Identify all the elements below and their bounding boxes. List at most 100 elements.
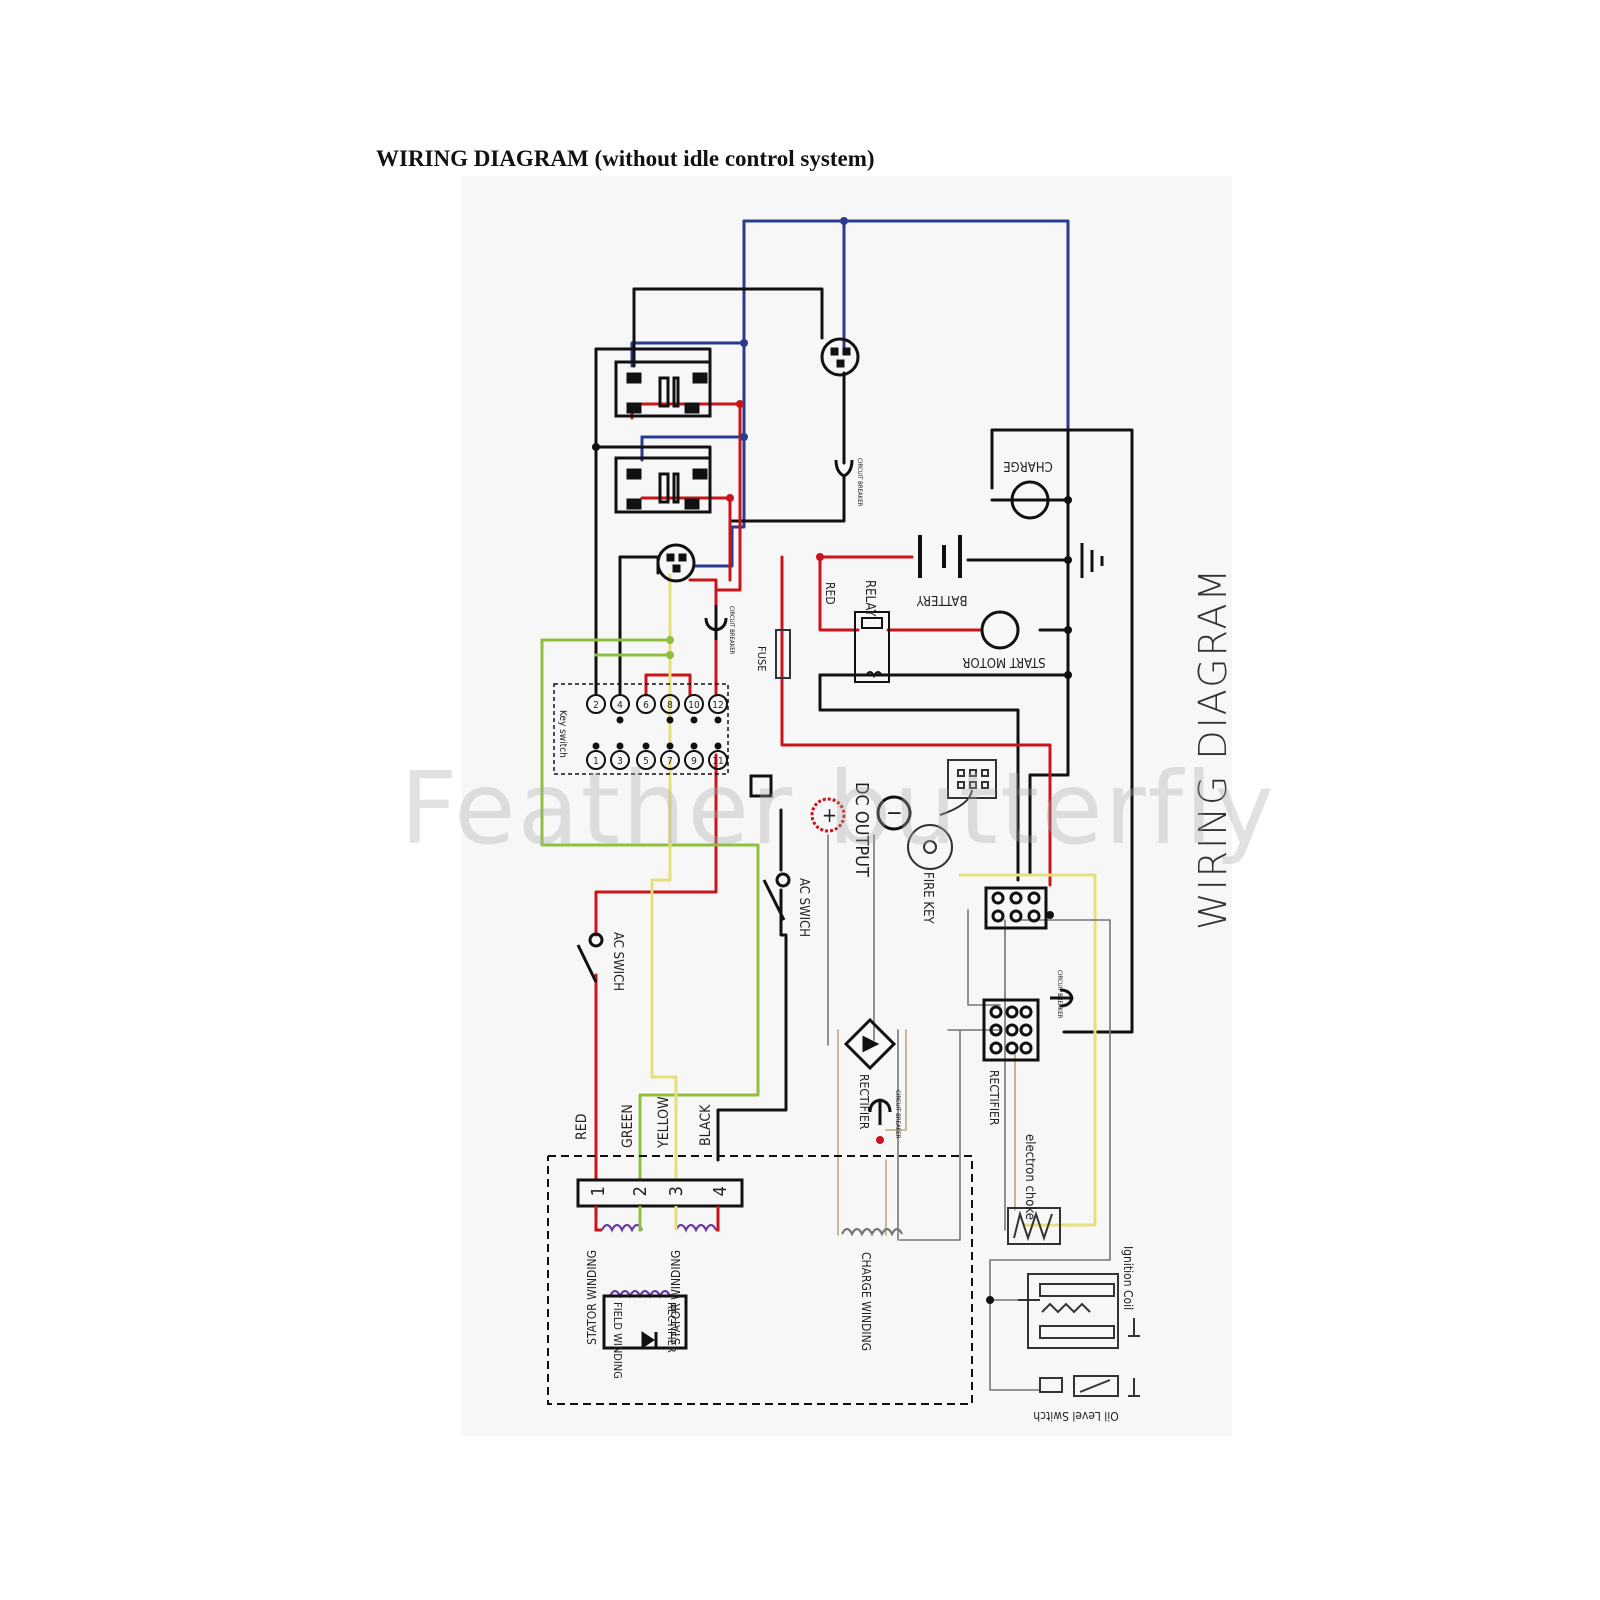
- voltmeter-box: [749, 774, 773, 798]
- label-rectifier-bridge: RECTIFIER: [857, 1074, 871, 1130]
- key-switch-contact-dot: [714, 742, 722, 750]
- tan-wires: [837, 1029, 1016, 1236]
- key-pin-7: 7: [667, 756, 673, 767]
- label-fire-key: FIRE KEY: [920, 872, 935, 924]
- bridge-rectifier: [843, 1017, 897, 1071]
- key-pin-6: 6: [643, 700, 649, 711]
- wire-label-red: RED: [574, 1114, 590, 1140]
- label-circuit-breaker-top: CIRCUIT BREAKER: [856, 458, 863, 507]
- terminal-2: 2: [630, 1186, 651, 1196]
- label-circuit-breaker-right: CIRCUIT BREAKER: [1056, 970, 1063, 1019]
- label-ac-switch-left: AC SWICH: [610, 932, 625, 991]
- label-oil-level-switch: Oil Level Switch: [1033, 1409, 1119, 1423]
- ac-switch-left: [576, 932, 604, 983]
- label-rectifier-field: RECTIFIER: [665, 1302, 678, 1353]
- key-pin-9: 9: [691, 756, 697, 767]
- key-pin-9-ring: [684, 750, 704, 770]
- field-winding-box: [602, 1294, 688, 1350]
- start-motor: [980, 610, 1020, 650]
- label-battery: BATTERY: [916, 592, 968, 607]
- key-pin-2: 2: [593, 700, 599, 711]
- label-charge: CHARGE: [1003, 458, 1053, 473]
- key-pin-11: 11: [712, 756, 723, 767]
- label-circuit-breaker-mid: CIRCUIT BREAKER: [728, 606, 735, 655]
- blue-wires: [630, 219, 1070, 568]
- label-charge-winding: CHARGE WINDING: [859, 1252, 873, 1351]
- label-ac-switch-right: AC SWICH: [796, 878, 811, 937]
- relay-box-2: [614, 456, 712, 514]
- key-switch-contact-dot: [714, 716, 722, 724]
- junction-dots: [592, 217, 1072, 1304]
- stator-coils: [601, 1223, 903, 1299]
- watermark: Feather butterfly: [400, 750, 1276, 867]
- key-switch-contact-dot: [666, 742, 674, 750]
- label-electron-choke: electron choke: [1022, 1134, 1037, 1220]
- key-pin-6-ring: [636, 694, 656, 714]
- label-start-motor: START MOTOR: [962, 654, 1045, 669]
- key-switch-contact-dot: [616, 742, 624, 750]
- ignition-coil: [1018, 1273, 1140, 1349]
- ac-socket-top: [820, 337, 860, 377]
- key-pin-10-ring: [684, 694, 704, 714]
- charge-lamp: [1010, 480, 1050, 520]
- key-switch-contact-dot: [690, 716, 698, 724]
- key-pin-1-ring: [586, 750, 606, 770]
- key-pin-5: 5: [643, 756, 649, 767]
- ac-switch-right: [762, 872, 791, 921]
- battery-symbol: [918, 535, 962, 578]
- fire-key: [907, 789, 973, 870]
- key-pin-10: 10: [688, 700, 700, 711]
- wire-label-black: BLACK: [698, 1104, 714, 1146]
- circuit-breaker-top: [834, 459, 854, 490]
- key-pin-8: 8: [667, 700, 673, 711]
- red-wires: [594, 402, 1052, 1182]
- dc-output-minus: [876, 795, 912, 831]
- fire-key-connector: [947, 759, 997, 799]
- key-switch-contact-dot: [666, 716, 674, 724]
- key-switch-contact-dot: [616, 716, 624, 724]
- label-stator-winding-2: STATOR WINDING: [669, 1250, 683, 1345]
- key-pin-8-ring: [660, 694, 680, 714]
- terminal-block: [576, 1178, 744, 1208]
- diagram-panel: [462, 176, 1232, 1436]
- label-dc-output: DC OUTPUT: [851, 782, 872, 877]
- wire-label-yellow: YELLOW: [656, 1096, 672, 1149]
- oil-level-switch: [1039, 1375, 1140, 1397]
- stator-leads: [594, 1206, 720, 1232]
- key-switch-contact-dot: [592, 742, 600, 750]
- electron-choke: [1007, 1207, 1061, 1245]
- gray-wires: [827, 834, 1111, 1391]
- key-pin-12: 12: [712, 700, 723, 711]
- key-pin-4: 4: [617, 700, 623, 711]
- circuit-breaker-right: [1050, 988, 1074, 1008]
- key-pin-12-ring: [708, 694, 728, 714]
- side-title: WIRING DIAGRAM: [1191, 567, 1235, 930]
- connector-lower: [982, 998, 1040, 1062]
- terminal-1: 1: [588, 1186, 609, 1196]
- key-switch-contact-dot: [690, 742, 698, 750]
- relay-box-1: [614, 360, 712, 418]
- key-pin-4-ring: [610, 694, 630, 714]
- key-pin-7-ring: [660, 750, 680, 770]
- key-switch-box: [553, 683, 729, 775]
- key-pin-5-ring: [636, 750, 656, 770]
- wire-label-green: GREEN: [620, 1104, 636, 1148]
- terminal-3: 3: [666, 1186, 687, 1196]
- label-fuse: FUSE: [755, 646, 768, 671]
- label-ignition-coil: Ignition Coil: [1121, 1246, 1135, 1310]
- terminal-4: 4: [710, 1186, 731, 1196]
- label-circuit-breaker-dc: CIRCUIT BREAKER: [894, 1090, 901, 1139]
- key-pin-3-ring: [610, 750, 630, 770]
- connector-upper: [984, 886, 1048, 930]
- key-pin-3: 3: [617, 756, 623, 767]
- circuit-breaker-mid: [704, 605, 728, 640]
- black-wires: [594, 287, 1134, 1162]
- label-red-relay: RED: [823, 582, 837, 605]
- fuse: [775, 629, 791, 679]
- key-pin-2-ring: [586, 694, 606, 714]
- ac-socket-mid: [656, 543, 696, 583]
- label-key-switch: Key switch: [557, 710, 568, 758]
- key-switch-contact-dot: [642, 742, 650, 750]
